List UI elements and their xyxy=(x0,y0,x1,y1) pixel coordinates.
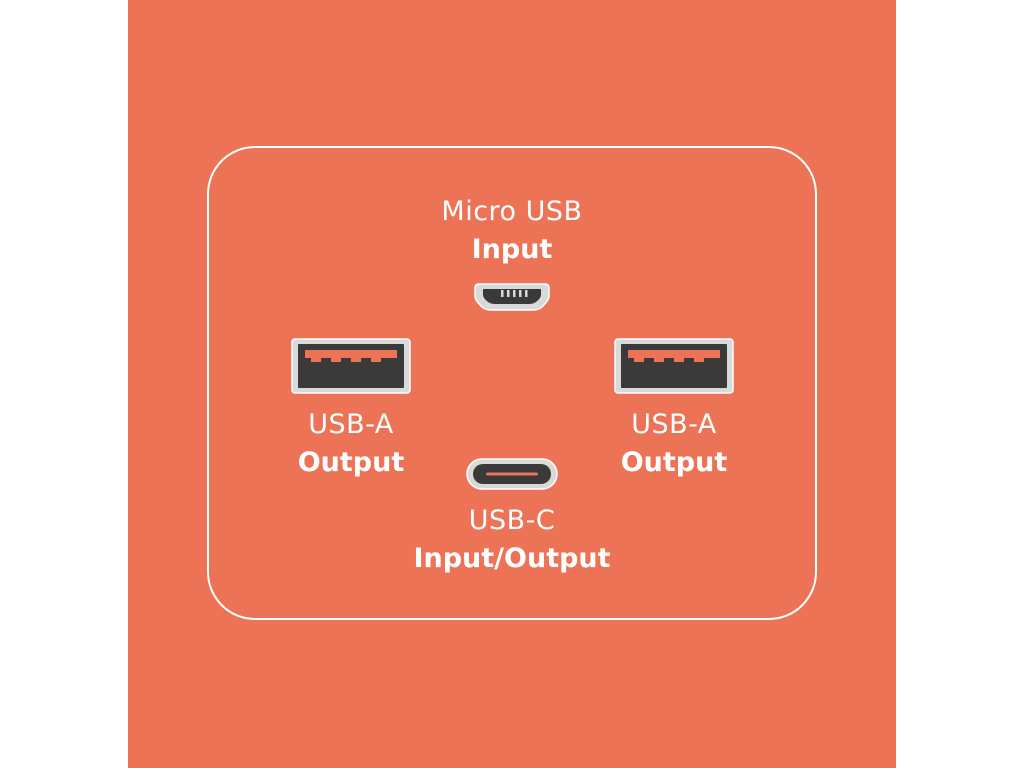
micro-usb-role: Input xyxy=(471,234,553,265)
usb-a-left-name: USB-A xyxy=(308,409,394,440)
device-face-outline xyxy=(207,146,817,620)
usb-c-port-icon xyxy=(466,458,558,490)
usb-a-right-port-icon xyxy=(614,338,734,394)
micro-usb-name: Micro USB xyxy=(441,196,583,227)
port-diagram: Micro USB Input USB-A Output USB-A Ou xyxy=(128,0,896,768)
micro-usb-port-icon xyxy=(474,283,550,311)
usb-a-left-port-icon xyxy=(291,338,411,394)
usb-a-left-label-group: USB-A Output xyxy=(251,406,451,482)
usb-c-label-group: USB-C Input/Output xyxy=(362,502,662,578)
usb-c-name: USB-C xyxy=(468,505,556,536)
usb-a-right-label-group: USB-A Output xyxy=(574,406,774,482)
usb-c-role: Input/Output xyxy=(413,543,611,574)
usb-a-right-role: Output xyxy=(620,447,728,478)
micro-usb-label-group: Micro USB Input xyxy=(362,193,662,269)
usb-a-left-role: Output xyxy=(297,447,405,478)
usb-a-right-name: USB-A xyxy=(631,409,717,440)
